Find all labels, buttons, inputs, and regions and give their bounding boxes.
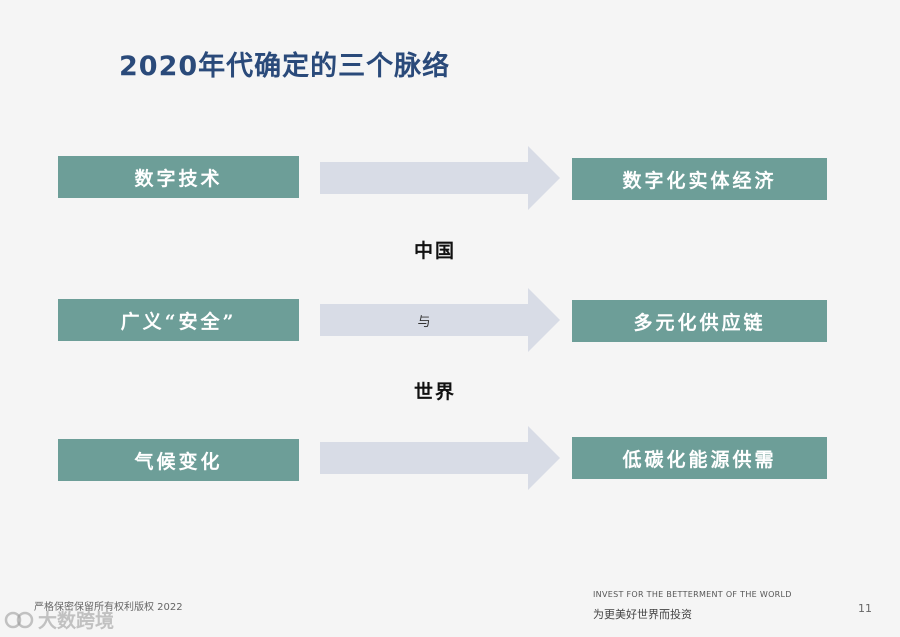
right-arrow-icon xyxy=(320,426,560,490)
right-arrow-icon xyxy=(320,288,560,352)
outcome-box-supply-chain: 多元化供应链 xyxy=(572,300,827,342)
arrow-label xyxy=(320,146,528,210)
outcome-box-digital-economy: 数字化实体经济 xyxy=(572,158,827,200)
slogan-english: INVEST FOR THE BETTERMENT OF THE WORLD xyxy=(593,590,792,599)
page-title: 2020年代确定的三个脉络 xyxy=(119,51,451,82)
outcome-box-low-carbon-energy: 低碳化能源供需 xyxy=(572,437,827,479)
arrow-label-and: 与 xyxy=(417,314,431,330)
theme-box-digital-tech: 数字技术 xyxy=(58,156,299,198)
watermark-text: 大数跨境 xyxy=(38,610,115,632)
watermark-logo-icon xyxy=(4,611,34,628)
watermark: 大数跨境 xyxy=(4,606,114,633)
right-arrow-icon xyxy=(320,146,560,210)
page-number: 11 xyxy=(858,602,872,615)
arrow-label xyxy=(320,426,528,490)
label-world: 世界 xyxy=(413,381,456,403)
label-china: 中国 xyxy=(413,240,456,262)
theme-box-security: 广义“安全” xyxy=(58,299,299,341)
copyright-notice: 严格保密保留所有权利版权 2022 xyxy=(34,602,183,613)
slogan-chinese: 为更美好世界而投资 xyxy=(593,608,692,621)
theme-box-climate-change: 气候变化 xyxy=(58,439,299,481)
